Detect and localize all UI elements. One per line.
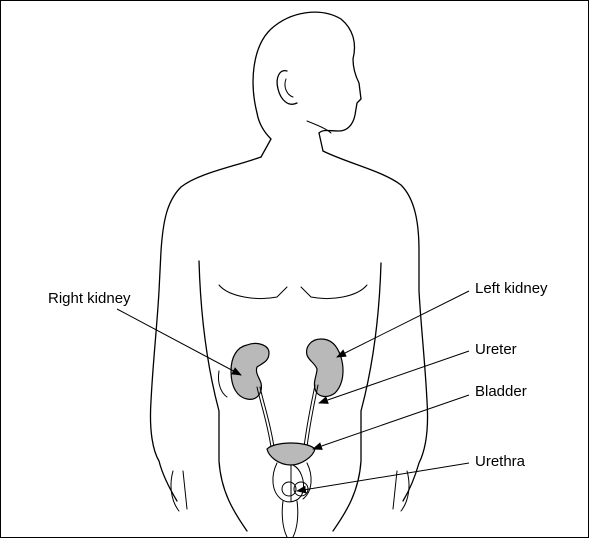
urethra-leader: [296, 462, 470, 494]
bladder: [266, 442, 316, 466]
urethra-label: Urethra: [475, 453, 526, 470]
ureter-label: Ureter: [475, 341, 517, 358]
right-kidney-leader: [116, 308, 242, 376]
right-kidney-label: Right kidney: [48, 290, 131, 307]
body-outline: [149, 150, 429, 537]
left-kidney: [306, 338, 344, 398]
bladder-leader: [312, 394, 470, 450]
left-kidney-leader: [336, 290, 470, 358]
head-outline: [252, 11, 362, 158]
ureter-leader: [318, 350, 470, 404]
bladder-label: Bladder: [475, 383, 527, 400]
right-kidney: [230, 342, 270, 400]
urethra-region: [272, 462, 312, 503]
ureters: [256, 384, 319, 448]
left-kidney-label: Left kidney: [475, 280, 548, 297]
